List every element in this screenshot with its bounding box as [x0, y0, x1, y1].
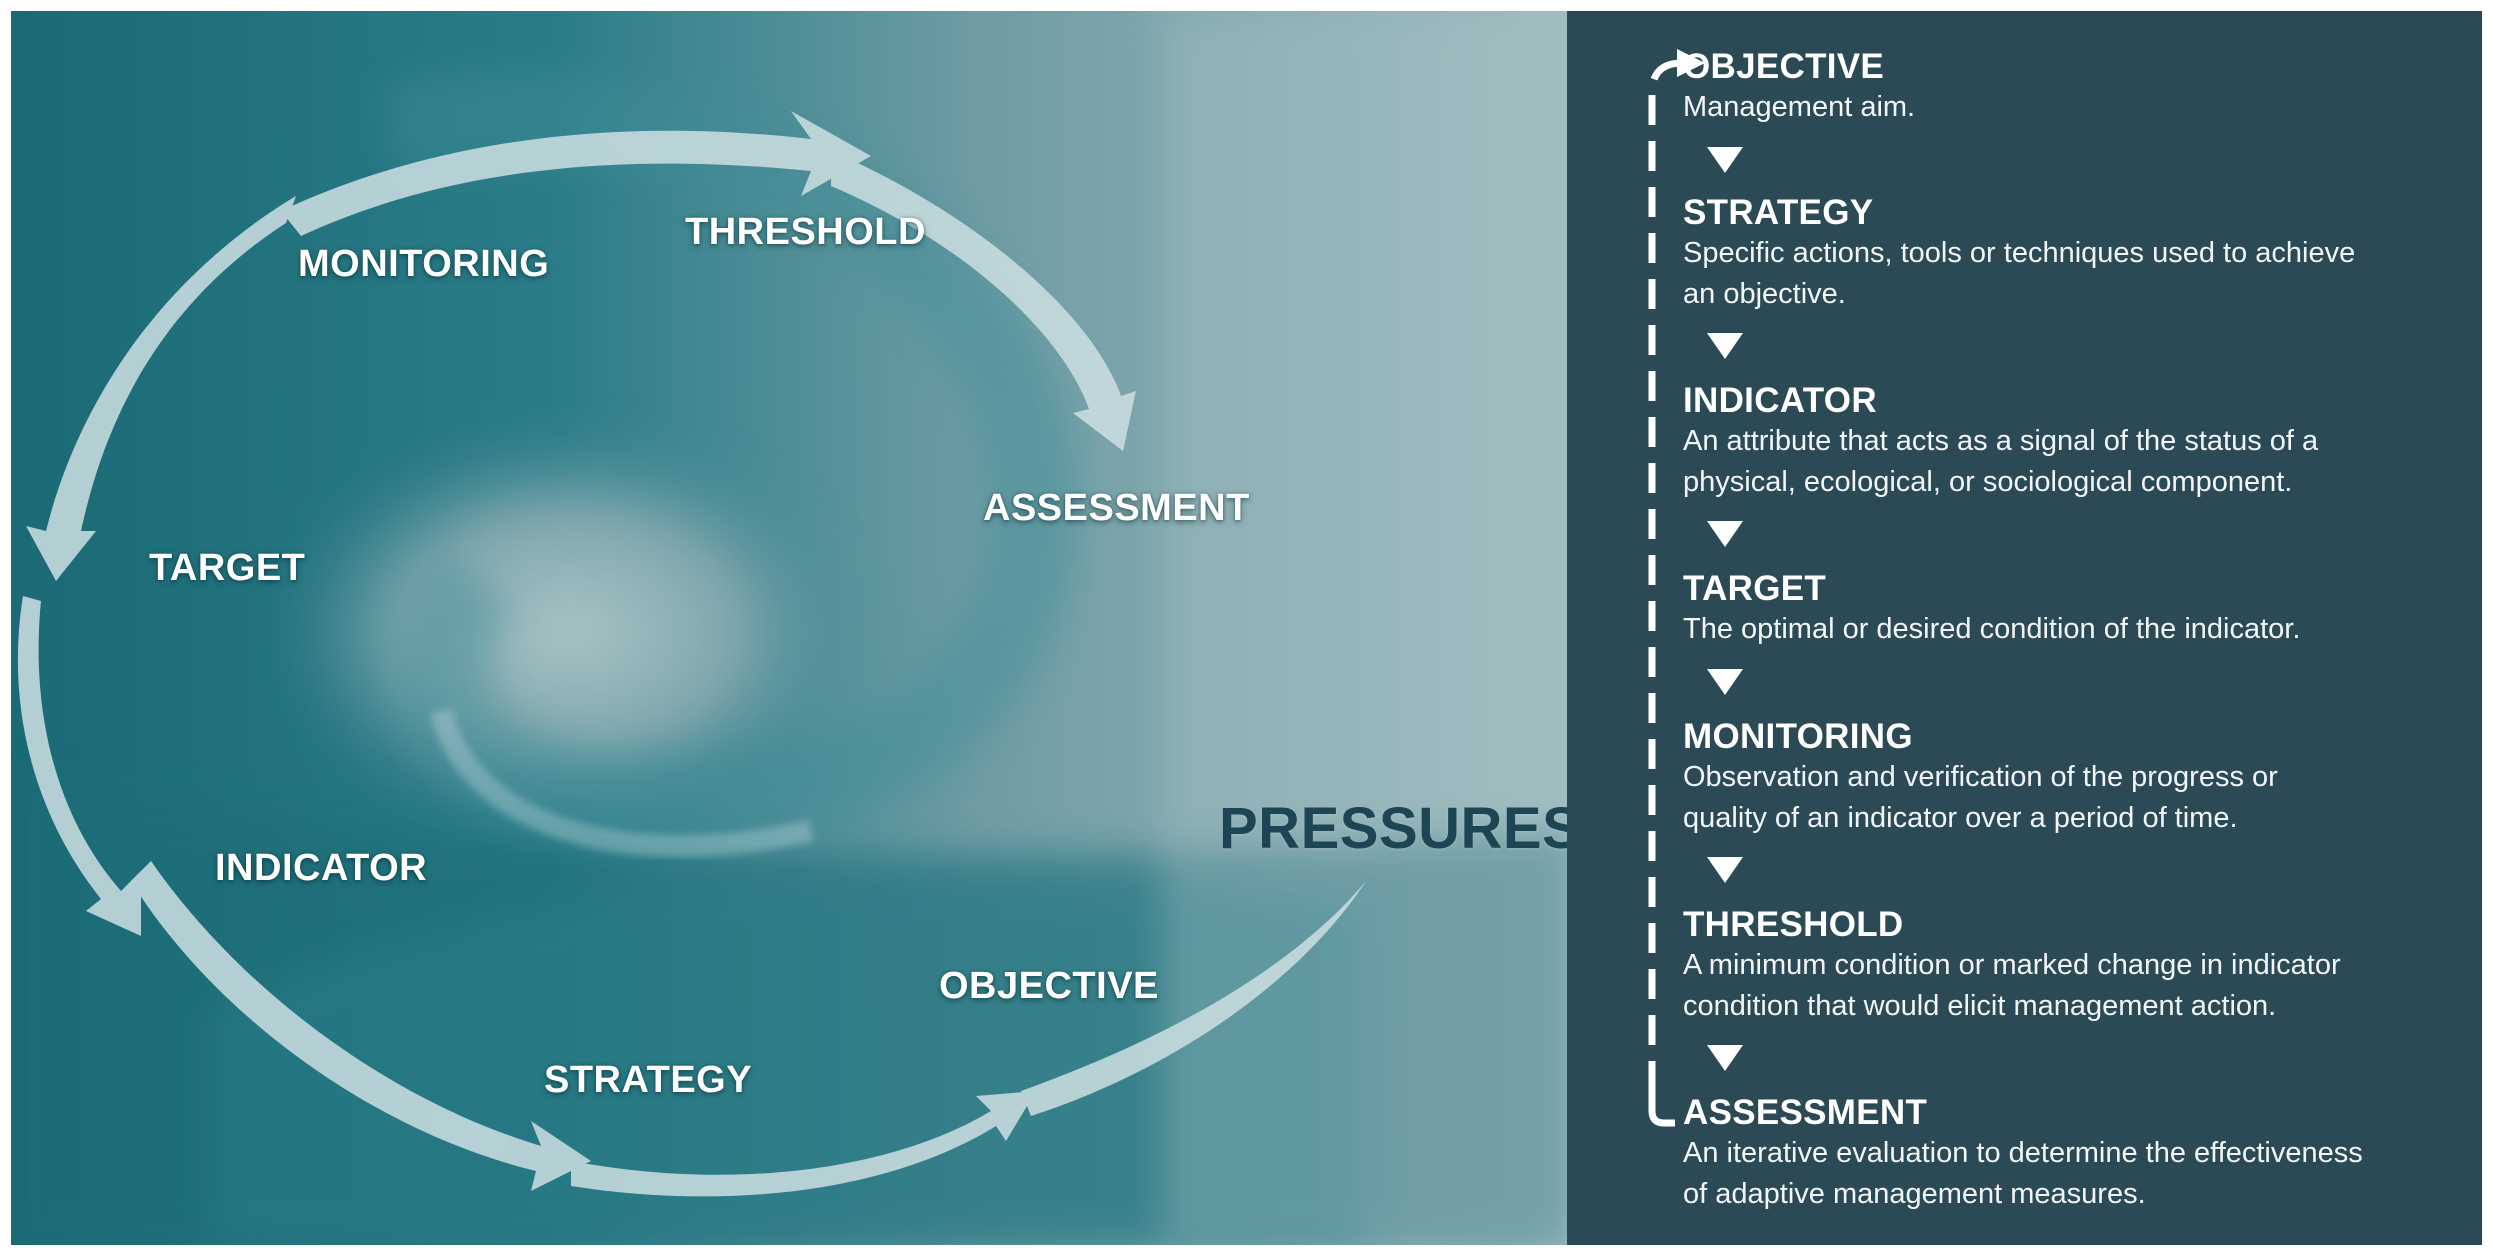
- step-description: Management aim.: [1683, 87, 2463, 128]
- down-arrow-icon: [1707, 147, 1743, 173]
- pressures-label: PRESSURES: [1219, 796, 1567, 861]
- cycle-label-objective: OBJECTIVE: [939, 965, 1159, 1007]
- step-description: An attribute that acts as a signal of th…: [1683, 421, 2463, 503]
- desc-line: condition that would elicit management a…: [1683, 990, 2277, 1022]
- cycle-arrow-objective-pressures: [1021, 881, 1366, 1116]
- step-assessment: ASSESSMENT An iterative evaluation to de…: [1683, 1093, 2463, 1215]
- cycle-arrow-monitoring-target: [26, 196, 296, 581]
- definitions-panel: OBJECTIVE Management aim. STRATEGY Speci…: [1567, 11, 2482, 1245]
- desc-line: An iterative evaluation to determine the…: [1683, 1137, 2363, 1169]
- step-title: THRESHOLD: [1683, 905, 1904, 944]
- cycle-arrow-strategy-objective: [571, 1091, 1036, 1197]
- down-arrow-icon: [1707, 521, 1743, 547]
- cycle-label-indicator: INDICATOR: [215, 847, 428, 889]
- step-title: ASSESSMENT: [1683, 1093, 1928, 1132]
- step-title: OBJECTIVE: [1683, 47, 1885, 86]
- wave-photo-panel: THRESHOLD MONITORING ASSESSMENT TARGET I…: [11, 11, 1567, 1245]
- desc-line: The optimal or desired condition of the …: [1683, 613, 2301, 645]
- cycle-arrow-threshold-monitoring: [281, 111, 871, 236]
- step-description: Specific actions, tools or techniques us…: [1683, 233, 2463, 315]
- down-arrow-icon: [1707, 333, 1743, 359]
- cycle-arrow-indicator-strategy: [131, 861, 591, 1191]
- cycle-arrow-target-indicator: [17, 596, 141, 936]
- step-objective: OBJECTIVE Management aim.: [1683, 47, 2463, 128]
- down-arrow-icon: [1707, 1045, 1743, 1071]
- desc-line: physical, ecological, or sociological co…: [1683, 466, 2293, 498]
- step-indicator: INDICATOR An attribute that acts as a si…: [1683, 381, 2463, 503]
- management-cycle: [17, 111, 1366, 1197]
- desc-line: an objective.: [1683, 278, 1846, 310]
- cycle-arrow-assessment-threshold: [831, 151, 1136, 451]
- loop-arrowhead: [1677, 49, 1705, 77]
- cycle-label-target: TARGET: [149, 547, 306, 589]
- down-arrow-icon: [1707, 857, 1743, 883]
- desc-line: of adaptive management measures.: [1683, 1178, 2146, 1210]
- desc-line: quality of an indicator over a period of…: [1683, 802, 2238, 834]
- step-title: STRATEGY: [1683, 193, 1874, 232]
- step-target: TARGET The optimal or desired condition …: [1683, 569, 2463, 650]
- down-arrow-icon: [1707, 669, 1743, 695]
- cycle-label-assessment: ASSESSMENT: [983, 487, 1250, 529]
- step-description: Observation and verification of the prog…: [1683, 757, 2463, 839]
- step-title: TARGET: [1683, 569, 1827, 608]
- desc-line: Specific actions, tools or techniques us…: [1683, 237, 2356, 269]
- step-description: An iterative evaluation to determine the…: [1683, 1133, 2463, 1215]
- step-monitoring: MONITORING Observation and verification …: [1683, 717, 2463, 839]
- cycle-label-strategy: STRATEGY: [544, 1059, 753, 1101]
- step-threshold: THRESHOLD A minimum condition or marked …: [1683, 905, 2463, 1027]
- step-description: The optimal or desired condition of the …: [1683, 609, 2463, 650]
- wave-background: [11, 11, 1567, 1245]
- desc-line: An attribute that acts as a signal of th…: [1683, 425, 2319, 457]
- desc-line: Management aim.: [1683, 91, 1916, 123]
- step-strategy: STRATEGY Specific actions, tools or tech…: [1683, 193, 2463, 315]
- step-title: INDICATOR: [1683, 381, 1877, 420]
- feedback-loop-line: [1648, 49, 1705, 1127]
- desc-line: Observation and verification of the prog…: [1683, 761, 2278, 793]
- cycle-label-monitoring: MONITORING: [298, 243, 550, 285]
- cycle-label-threshold: THRESHOLD: [685, 211, 926, 253]
- desc-line: A minimum condition or marked change in …: [1683, 949, 2341, 981]
- step-title: MONITORING: [1683, 717, 1913, 756]
- step-description: A minimum condition or marked change in …: [1683, 945, 2463, 1027]
